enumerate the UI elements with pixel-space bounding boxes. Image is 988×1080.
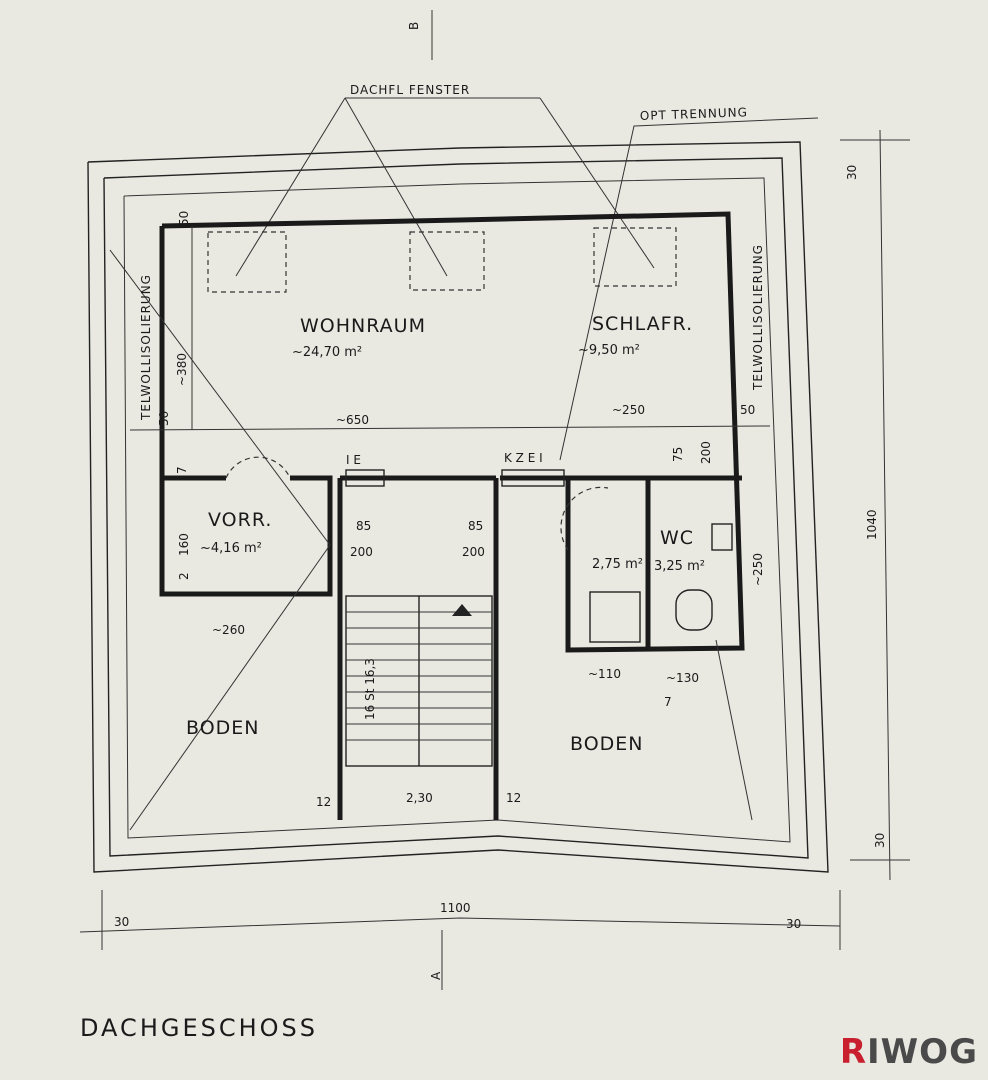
dim-wall-mid-left: 50 [157,411,171,426]
logo-rest: IWOG [867,1032,978,1072]
insulation-right-note: TELWOLLISOLIERUNG [751,244,765,391]
dim-vorr-small: 7 [175,466,189,474]
dim-vorr-height: 160 [177,533,191,556]
separation-leader [559,117,819,461]
dim-vorr-width: ~260 [212,623,245,637]
wc-fixtures [589,523,733,643]
skylight-note: DACHFL FENSTER [350,83,470,97]
room-area-bad: 2,75 m² [592,557,643,572]
dim-schlaf-width: ~250 [612,403,645,417]
kitchen-label-ie: I E [346,453,361,467]
dim-stair-wall-left: 12 [316,795,331,809]
roof-leaders [109,249,753,831]
dim-margin-right: 30 [786,917,801,931]
company-logo: RIWOG [840,1032,978,1072]
section-marker-top: B [407,21,421,30]
dim-door-left-h: 200 [350,545,373,559]
room-name-boden-right: BODEN [570,733,644,755]
dim-door-bath-h: 200 [699,441,713,464]
stairs [345,595,493,767]
dim-wc-width: ~130 [666,671,699,685]
dim-door-left-w: 85 [356,519,371,533]
dim-stair-width: 2,30 [406,791,433,805]
dim-margin-left: 30 [114,915,129,929]
dim-vorr-bottom: 2 [177,572,191,580]
dim-wohn-width: ~650 [336,413,369,427]
dim-wall-top-left: 50 [177,211,191,226]
room-area-wc: 3,25 m² [654,559,705,574]
dim-overall-depth: 1040 [865,509,879,540]
door-swings [225,456,609,551]
room-name-vorr: VORR. [208,509,272,531]
dim-margin-bottom-right: 30 [873,833,887,848]
kitchen-label-kzei: K Z E I [504,451,543,465]
room-name-wohnraum: WOHNRAUM [300,315,426,337]
drawing-title: DACHGESCHOSS [80,1014,318,1042]
dim-line-650 [129,425,771,431]
dim-door-bath-w: 75 [671,447,685,462]
insulation-left-note: TELWOLLISOLIERUNG [139,274,153,421]
dim-door-right-h: 200 [462,545,485,559]
roof-outline [87,141,829,873]
dim-stair-wall-right: 12 [506,791,521,805]
room-area-vorr: ~4,16 m² [200,541,262,556]
dim-door-right-w: 85 [468,519,483,533]
separation-note: OPT TRENNUNG [640,105,749,123]
room-name-wc: WC [660,527,694,549]
dim-stair-steps: 16 St 16,3 [363,658,377,720]
skylights [207,227,677,293]
kitchen-units [345,469,565,487]
dim-bath-width: ~110 [588,667,621,681]
skylight-leaders [235,97,655,277]
room-area-schlafr: ~9,50 m² [578,343,640,358]
dim-wall-mid-right: 50 [740,403,755,417]
room-name-boden-left: BODEN [186,717,260,739]
dim-wc-height: ~250 [751,553,765,586]
section-marker-bottom: A [429,971,443,980]
logo-accent: R [839,1032,868,1072]
room-area-wohnraum: ~24,70 m² [292,345,362,360]
dim-wohn-height: ~380 [175,353,189,386]
dim-wall-bottom-7: 7 [664,695,672,709]
walls [159,211,745,820]
dim-overall-width: 1100 [440,901,471,915]
dim-margin-top-right: 30 [845,165,859,180]
external-dim-lines [79,129,910,950]
room-name-schlafr: SCHLAFR. [592,313,693,335]
